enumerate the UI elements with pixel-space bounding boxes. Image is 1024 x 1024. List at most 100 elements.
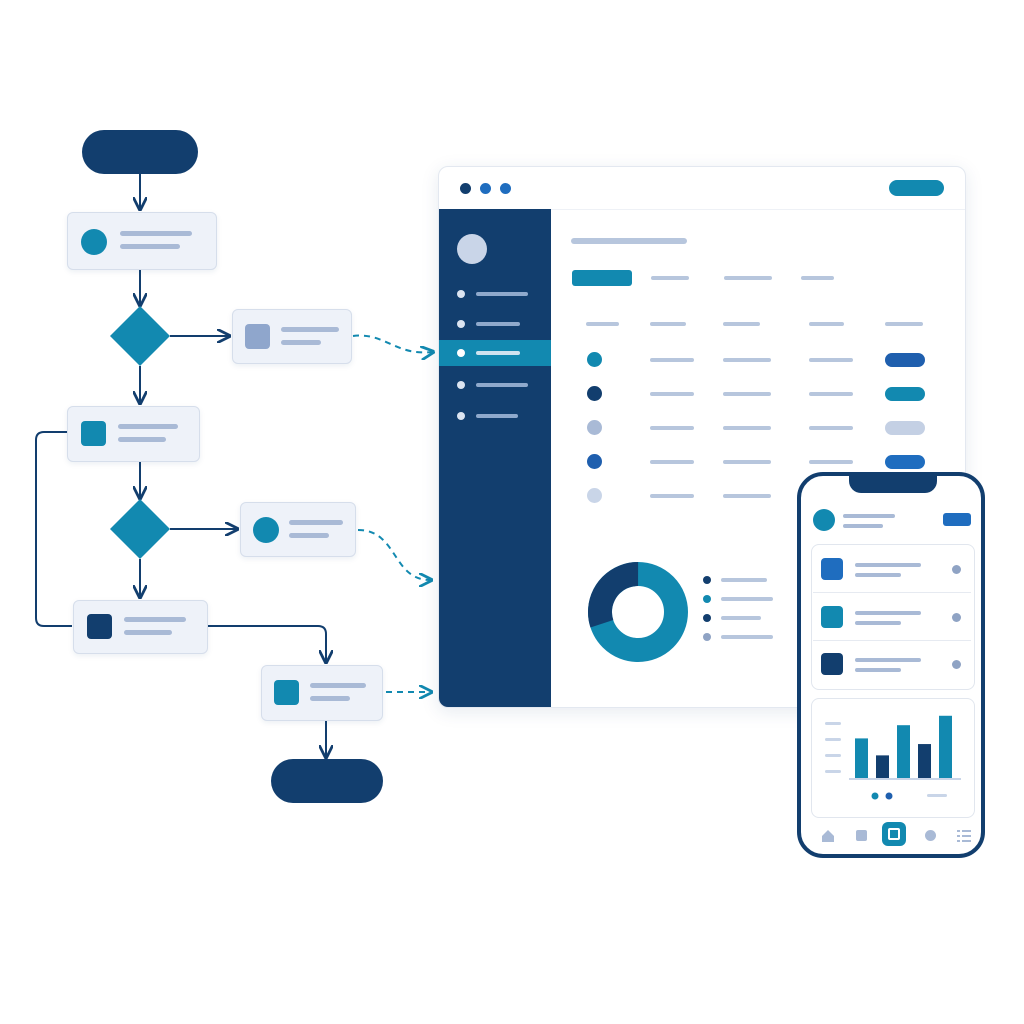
legend-line xyxy=(721,635,773,639)
table-cell xyxy=(723,358,771,362)
avatar xyxy=(457,234,487,264)
table-cell xyxy=(650,426,694,430)
row-dot xyxy=(587,420,602,435)
y-tick xyxy=(825,738,841,741)
dashed-link-2 xyxy=(357,529,430,580)
phone-notch xyxy=(849,475,937,493)
legend-dot xyxy=(703,595,711,603)
square-icon xyxy=(81,421,106,446)
table-cell xyxy=(723,494,771,498)
circle-icon[interactable] xyxy=(925,830,936,841)
table-header-cell xyxy=(809,322,844,326)
table-cell xyxy=(650,460,694,464)
table-row[interactable] xyxy=(439,352,965,368)
legend-line xyxy=(721,578,767,582)
table-header-cell xyxy=(650,322,686,326)
tab-2[interactable] xyxy=(651,276,689,280)
text-line xyxy=(289,533,329,538)
header-action-button[interactable] xyxy=(889,180,944,196)
process-card-2 xyxy=(67,406,200,462)
text-line xyxy=(855,668,901,672)
sidebar-label-line xyxy=(476,414,518,418)
sidebar-dot xyxy=(457,290,465,298)
sidebar-item-3[interactable] xyxy=(439,340,551,366)
text-line xyxy=(855,573,901,577)
text-line xyxy=(118,437,166,442)
list-icon[interactable] xyxy=(957,830,971,842)
circle-icon xyxy=(253,517,279,543)
tab-4[interactable] xyxy=(801,276,834,280)
table-cell xyxy=(809,392,853,396)
table-cell xyxy=(723,426,771,430)
pager-dot[interactable] xyxy=(885,792,893,800)
legend-dot xyxy=(703,633,711,641)
process-card-4 xyxy=(261,665,383,721)
sidebar-item-2[interactable] xyxy=(439,311,551,337)
text-line xyxy=(843,524,883,528)
tab-3[interactable] xyxy=(724,276,772,280)
sidebar-item-5[interactable] xyxy=(439,403,551,429)
list-item-dot xyxy=(952,613,961,622)
bar xyxy=(855,738,868,778)
text-line xyxy=(124,617,186,622)
text-line xyxy=(310,696,350,701)
bar-chart xyxy=(825,715,961,800)
status-badge xyxy=(885,353,925,367)
legend-line xyxy=(721,616,761,620)
square-icon xyxy=(87,614,112,639)
page-title-line xyxy=(571,238,687,244)
table-header-cell xyxy=(723,322,760,326)
app-icon[interactable] xyxy=(882,822,906,846)
square-icon xyxy=(821,653,843,675)
y-tick xyxy=(825,722,841,725)
sidebar-item-4[interactable] xyxy=(439,372,551,398)
process-card-3 xyxy=(73,600,208,654)
side-card-2 xyxy=(240,502,356,557)
sidebar-dot xyxy=(457,412,465,420)
y-tick xyxy=(825,754,841,757)
home-icon[interactable] xyxy=(821,829,835,843)
start-terminal xyxy=(82,130,198,174)
pager-dot[interactable] xyxy=(871,792,879,800)
donut-legend xyxy=(703,574,783,654)
x-axis xyxy=(849,778,961,780)
text-line xyxy=(120,231,192,236)
text-line xyxy=(855,621,901,625)
text-line xyxy=(843,514,895,518)
table-cell xyxy=(650,392,694,396)
list-item-1[interactable] xyxy=(811,546,973,592)
square-icon xyxy=(821,606,843,628)
bar xyxy=(897,725,910,778)
phone-header-button[interactable] xyxy=(943,513,971,526)
list-item-3[interactable] xyxy=(811,641,973,687)
table-row[interactable] xyxy=(439,454,965,470)
list-item-2[interactable] xyxy=(811,594,973,640)
bottom-nav xyxy=(801,822,981,850)
decision-diamond-2 xyxy=(110,499,170,559)
table-cell xyxy=(809,426,853,430)
decision-diamond-1 xyxy=(110,306,170,366)
sidebar-label-line xyxy=(476,292,528,296)
text-line xyxy=(281,327,339,332)
square-icon xyxy=(245,324,270,349)
list-item-dot xyxy=(952,660,961,669)
text-line xyxy=(855,563,921,567)
sidebar-label-line xyxy=(476,383,528,387)
tab-active[interactable] xyxy=(572,270,632,286)
table-row[interactable] xyxy=(439,420,965,436)
divider xyxy=(813,592,971,593)
table-cell xyxy=(650,358,694,362)
sidebar-dot xyxy=(457,349,465,357)
window-dot-3 xyxy=(500,183,511,194)
phone-mockup xyxy=(797,472,985,858)
table-row[interactable] xyxy=(439,386,965,402)
square-icon[interactable] xyxy=(856,830,867,841)
sidebar-dot xyxy=(457,381,465,389)
sidebar-dot xyxy=(457,320,465,328)
table-cell xyxy=(650,494,694,498)
table-cell xyxy=(809,460,853,464)
app-icon-inner xyxy=(888,828,900,840)
arrow-p3-to-p4 xyxy=(206,625,326,661)
sidebar-item-1[interactable] xyxy=(439,281,551,307)
